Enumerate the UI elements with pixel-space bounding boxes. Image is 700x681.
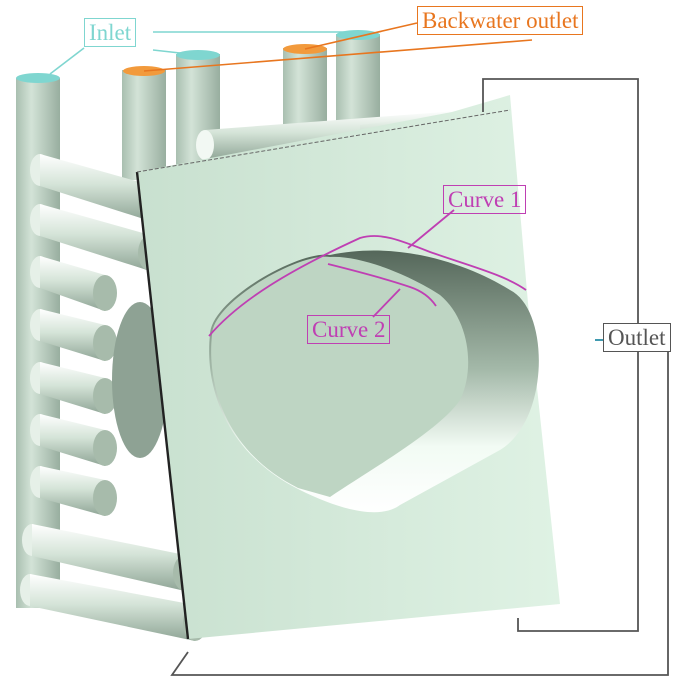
curve-2-line (327, 263, 437, 307)
horizontal-pipe (40, 309, 105, 361)
curve-2-label: Curve 2 (307, 315, 391, 344)
curve-1-leader (407, 209, 455, 249)
horizontal-pipe (32, 524, 185, 591)
pipe-front-end (93, 275, 117, 311)
curve-1-line (208, 235, 527, 337)
backwater-pipe-left (122, 70, 166, 180)
horizontal-pipe (40, 256, 105, 311)
plate-edge (135, 171, 190, 640)
inlet-leaders (49, 31, 348, 75)
inlet-cap-left (16, 73, 60, 83)
curve-2-leader (372, 288, 401, 318)
pipe-front-end (93, 325, 117, 361)
pipe-back-end (196, 130, 214, 160)
inner-body (112, 302, 168, 458)
pipe-front-end (93, 480, 117, 516)
horizontal-pipe (40, 466, 105, 516)
pipe-front-end (93, 378, 117, 414)
curves (208, 209, 527, 337)
horizontal-pipe (40, 362, 105, 414)
oval-hole (209, 250, 539, 513)
outlet-leaders (170, 78, 669, 676)
curve-1-label: Curve 1 (443, 185, 527, 214)
plate-top-edge (136, 109, 511, 173)
horizontal-pipe (40, 204, 150, 271)
horizontal-pipe (40, 154, 150, 221)
backwater-outlet-label: Backwater outlet (417, 6, 584, 35)
horizontal-pipe (40, 414, 105, 466)
inlet-label: Inlet (84, 18, 137, 47)
pipe-front-end (93, 430, 117, 466)
backwater-leaders (143, 22, 533, 72)
horizontal-pipe (30, 574, 195, 641)
outlet-label: Outlet (603, 323, 671, 352)
